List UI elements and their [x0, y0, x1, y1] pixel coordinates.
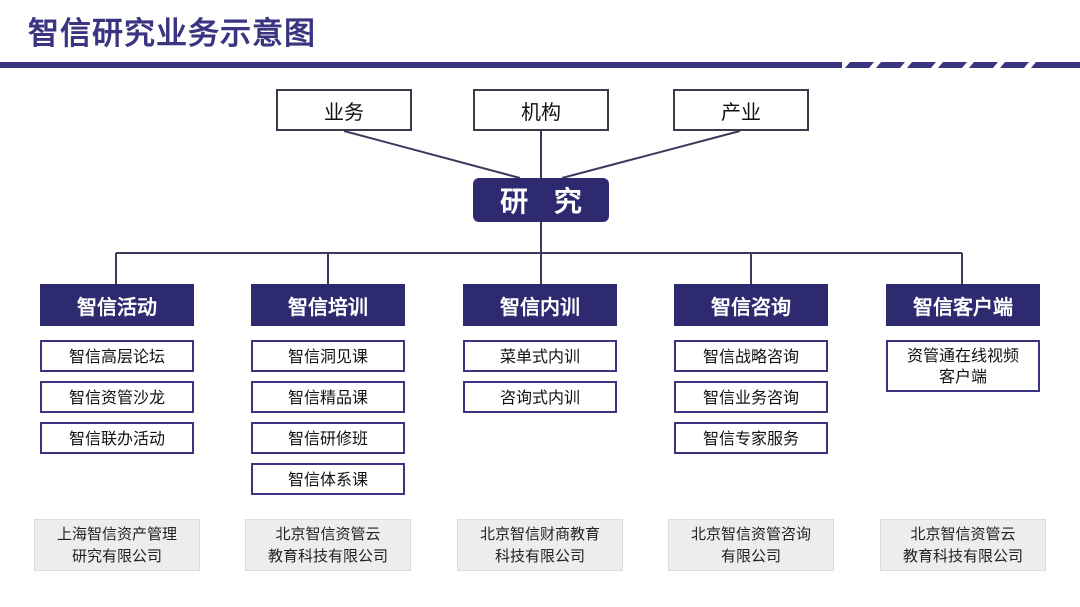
company-line: 教育科技有限公司: [267, 547, 388, 565]
company-beijing-zhixin-consulting: 北京智信资管咨询 有限公司: [668, 519, 834, 571]
company-shanghai-zhixin: 上海智信资产管理 研究有限公司: [34, 519, 200, 571]
item-menu-inhouse: 菜单式内训: [463, 340, 617, 372]
company-line: 教育科技有限公司: [902, 547, 1023, 565]
item-high-level-forum: 智信高层论坛: [40, 340, 194, 372]
company-line: 北京智信资管云: [275, 525, 381, 543]
item-business-consulting: 智信业务咨询: [674, 381, 828, 413]
column-header-client-app: 智信客户端: [886, 284, 1040, 326]
company-line: 科技有限公司: [494, 547, 585, 565]
company-line: 上海智信资产管理: [56, 525, 177, 543]
item-line: 客户端: [938, 367, 987, 386]
column-header-inhouse-training: 智信内训: [463, 284, 617, 326]
company-line: 北京智信资管云: [910, 525, 1016, 543]
company-beijing-zhixin-cloud: 北京智信资管云 教育科技有限公司: [245, 519, 411, 571]
page-title: 智信研究业务示意图: [28, 16, 316, 52]
company-beijing-zhixin-finance: 北京智信财商教育 科技有限公司: [457, 519, 623, 571]
company-beijing-zhixin-cloud-2: 北京智信资管云 教育科技有限公司: [880, 519, 1046, 571]
item-system-course: 智信体系课: [251, 463, 405, 495]
company-line: 北京智信财商教育: [479, 525, 600, 543]
item-line: 资管通在线视频: [906, 346, 1019, 365]
company-line: 有限公司: [720, 547, 781, 565]
item-insight-course: 智信洞见课: [251, 340, 405, 372]
node-research: 研 究: [473, 178, 609, 222]
company-line: 研究有限公司: [71, 547, 162, 565]
item-joint-events: 智信联办活动: [40, 422, 194, 454]
node-institution: 机构: [473, 89, 609, 131]
item-strategy-consulting: 智信战略咨询: [674, 340, 828, 372]
column-header-consulting: 智信咨询: [674, 284, 828, 326]
item-asset-mgmt-salon: 智信资管沙龙: [40, 381, 194, 413]
item-expert-services: 智信专家服务: [674, 422, 828, 454]
item-seminar-class: 智信研修班: [251, 422, 405, 454]
item-consulting-inhouse: 咨询式内训: [463, 381, 617, 413]
node-industry: 产业: [673, 89, 809, 131]
node-business: 业务: [276, 89, 412, 131]
item-video-client: 资管通在线视频 客户端: [886, 340, 1040, 392]
company-line: 北京智信资管咨询: [690, 525, 811, 543]
column-header-activities: 智信活动: [40, 284, 194, 326]
title-underline: [0, 62, 1080, 68]
item-premium-course: 智信精品课: [251, 381, 405, 413]
column-header-training: 智信培训: [251, 284, 405, 326]
